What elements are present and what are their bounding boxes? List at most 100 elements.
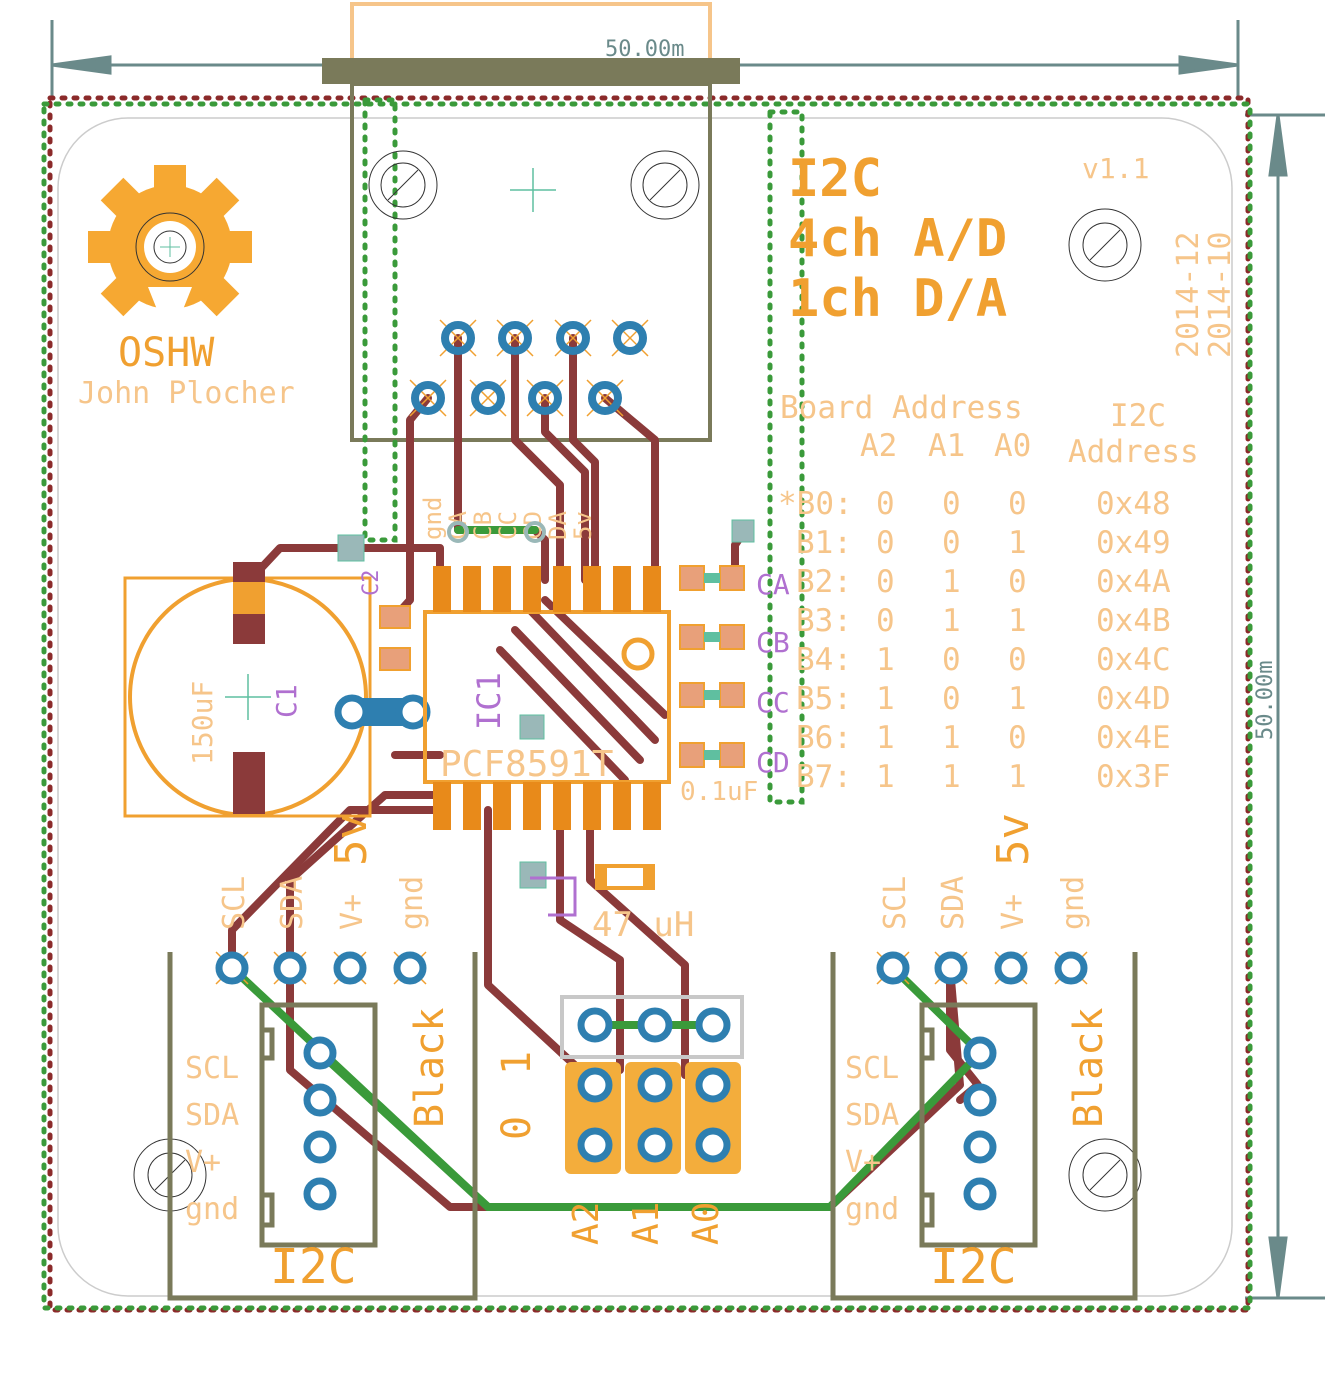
address-jumper-block xyxy=(560,995,744,1174)
connector-pad xyxy=(273,951,307,985)
jumper-label: A0 xyxy=(686,1202,727,1245)
ic1-pin-bottom xyxy=(583,782,601,830)
connector-pad xyxy=(303,1036,337,1070)
test-pads xyxy=(337,519,755,889)
ground-plane-outline xyxy=(41,101,1253,1311)
cap-pad-right xyxy=(719,565,745,591)
cap-pad-right xyxy=(719,624,745,650)
right-connector-name: I2C xyxy=(930,1239,1017,1295)
c2-pad-bottom xyxy=(379,647,411,671)
address-row-a0: 1 xyxy=(1008,603,1027,639)
rj45-body xyxy=(350,82,712,442)
address-table-heading: Board Address xyxy=(780,390,1023,426)
connector-pin-label: SDA xyxy=(936,876,971,930)
ic1-name: IC1 xyxy=(470,672,508,730)
five-v-left: 5v xyxy=(326,813,377,866)
jumper-label: A2 xyxy=(566,1202,607,1245)
version-label: v1.1 xyxy=(1082,152,1149,185)
input-capacitors xyxy=(679,565,745,768)
oshw-label: OSHW xyxy=(118,330,215,376)
left-connector-color: Black xyxy=(407,1008,453,1128)
connector-pad xyxy=(934,951,968,985)
col-a2-heading: A2 xyxy=(860,428,897,464)
ic1-body-outline xyxy=(423,610,671,784)
connector-pad xyxy=(876,951,910,985)
cc-label: CC xyxy=(756,686,790,719)
address-row-a1: 1 xyxy=(942,720,961,756)
power-jumper-pads xyxy=(334,694,431,730)
address-row-a2: 1 xyxy=(876,759,895,795)
connector-side-label: SCL xyxy=(185,1051,239,1086)
address-row-board: B3: xyxy=(796,603,852,639)
c1-name: C1 xyxy=(270,684,303,718)
board-edge xyxy=(57,117,1233,1297)
cap-pad-left xyxy=(679,742,705,768)
author-label: John Plocher xyxy=(78,376,295,411)
c1-pad-top-fill xyxy=(233,582,265,614)
connector-pad xyxy=(303,1177,337,1211)
ic1-pin-top xyxy=(643,566,661,612)
connector-pad xyxy=(963,1130,997,1164)
connector-side-label: V+ xyxy=(185,1145,221,1180)
inductor-center xyxy=(607,868,643,886)
address-row-a1: 0 xyxy=(942,681,961,717)
address-row-a1: 0 xyxy=(942,486,961,522)
cap-pad-right xyxy=(719,682,745,708)
address-table: Board Address I2C Address A2 A1 A0 *B0:0… xyxy=(778,390,1199,795)
rj45-pins xyxy=(409,319,649,417)
connector-side-label: gnd xyxy=(845,1192,899,1227)
rj45-ground-zone-right xyxy=(767,109,805,805)
address-row-a0: 1 xyxy=(1008,681,1027,717)
connector-pad xyxy=(303,1083,337,1117)
address-row-a2: 0 xyxy=(876,603,895,639)
connector-pin-label: gnd xyxy=(395,876,430,930)
ic1-pin-bottom xyxy=(463,782,481,830)
mounting-hole-top-right xyxy=(1068,208,1142,282)
address-row-a2: 0 xyxy=(876,525,895,561)
address-row-a0: 0 xyxy=(1008,720,1027,756)
address-row-board: B1: xyxy=(796,525,852,561)
cap-pad-left xyxy=(679,565,705,591)
ic1-value: PCF8591T xyxy=(440,744,613,785)
address-row-board: B4: xyxy=(796,642,852,678)
address-heading: Address xyxy=(1068,434,1199,470)
cd-label: CD xyxy=(756,746,790,779)
c1-center-cross xyxy=(225,674,271,720)
address-row-i2c: 0x4C xyxy=(1096,642,1171,678)
address-row-a1: 0 xyxy=(942,642,961,678)
connector-pad xyxy=(215,951,249,985)
connector-pin-label: V+ xyxy=(335,894,370,930)
ic1-pin-top xyxy=(523,566,541,612)
address-row-a0: 1 xyxy=(1008,759,1027,795)
i2c-heading: I2C xyxy=(1110,398,1166,434)
left-connector-name: I2C xyxy=(270,1239,357,1295)
address-row-i2c: 0x4E xyxy=(1096,720,1171,756)
connector-pad xyxy=(393,951,427,985)
five-v-right: 5v xyxy=(988,813,1039,866)
connector-pad xyxy=(994,951,1028,985)
right-connector-outline xyxy=(830,952,1138,1301)
connector-pad xyxy=(963,1177,997,1211)
right-connector-color: Black xyxy=(1066,1008,1112,1128)
col-a0-heading: A0 xyxy=(994,428,1031,464)
ic1-pin-top xyxy=(613,566,631,612)
ic1-pin-top xyxy=(433,566,451,612)
width-dimension-label: 50.00m xyxy=(605,37,684,62)
address-row-i2c: 0x3F xyxy=(1096,759,1171,795)
jumper-label: A1 xyxy=(626,1202,667,1245)
col-a1-heading: A1 xyxy=(928,428,965,464)
connector-side-label: SDA xyxy=(845,1098,899,1133)
jumper-zero-label: 0 xyxy=(494,1116,540,1140)
c2-pad-top xyxy=(379,605,411,629)
address-row-a2: 1 xyxy=(876,681,895,717)
connector-side-label: V+ xyxy=(845,1145,881,1180)
ic1-pin-bottom xyxy=(643,782,661,830)
address-row-a1: 1 xyxy=(942,759,961,795)
ic1-pin-top xyxy=(493,566,511,612)
c2-name: C2 xyxy=(359,570,384,597)
dimension-vertical xyxy=(1245,113,1325,1300)
rj45-ground-zone xyxy=(362,97,398,543)
connector-pin-label: SCL xyxy=(217,876,252,930)
rj45-pin-label: 5v xyxy=(569,511,597,540)
